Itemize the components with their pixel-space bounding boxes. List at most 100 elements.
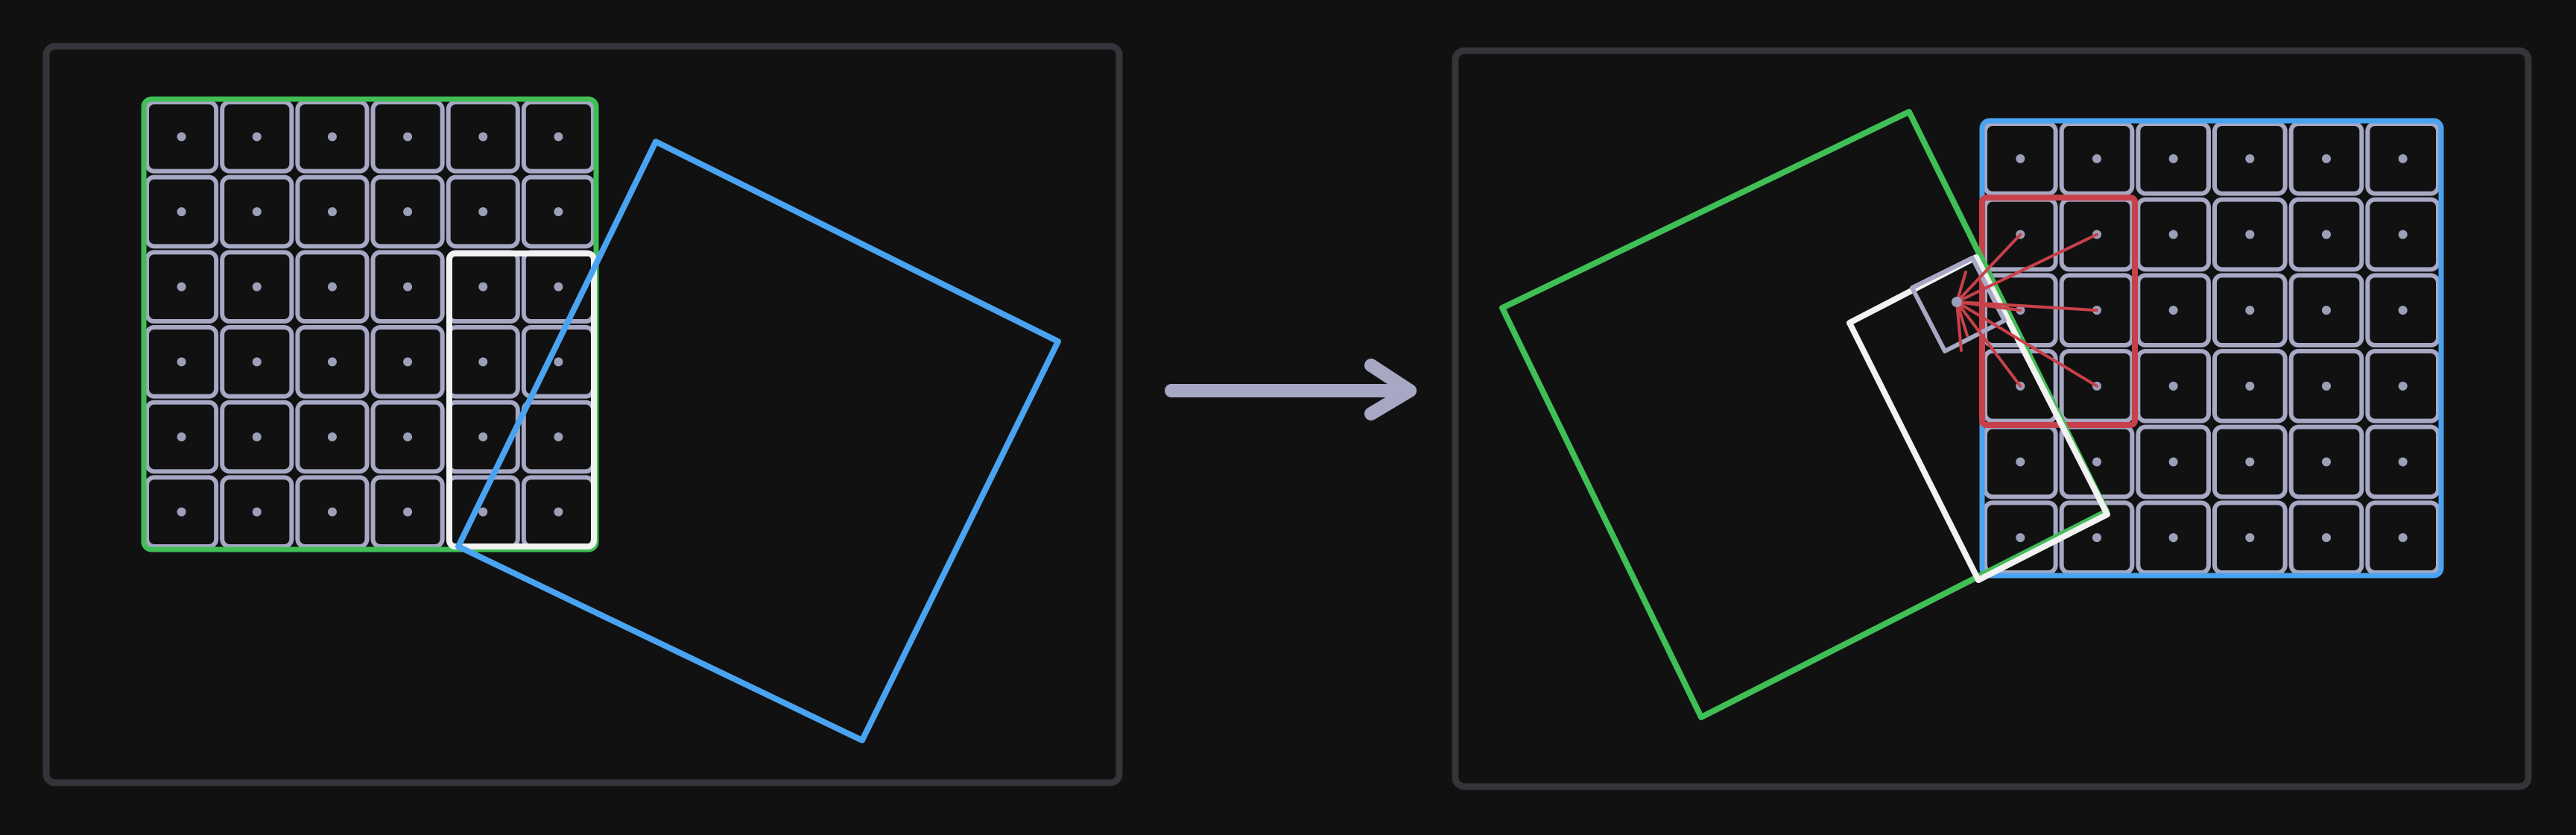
cell-center-dot [2322,154,2331,163]
cell-center-dot [2245,533,2255,543]
cell-center-dot [2168,306,2178,315]
grid-cell [1983,122,2058,196]
grid-cell [220,325,294,399]
grid-cell [220,475,294,549]
cell-center-dot [327,432,337,441]
source-grid [145,100,595,549]
grid-cell [295,475,370,549]
cell-center-dot [554,357,563,367]
cell-center-dot [177,357,186,367]
cell-center-dot [478,132,488,142]
grid-cell [220,250,294,324]
grid-cell [521,174,595,249]
cell-center-dot [252,207,262,216]
cell-center-dot [2168,457,2178,467]
cell-center-dot [403,132,413,142]
grid-cell [370,400,445,474]
cell-center-dot [2398,381,2408,391]
cell-center-dot [2322,230,2331,239]
grid-cell [2365,122,2440,196]
grid-cell [145,325,219,399]
grid-cell [2288,424,2364,500]
grid-cell [145,174,219,249]
cell-center-dot [478,507,488,517]
arrow-right-icon [1165,359,1417,420]
cell-center-dot [177,207,186,216]
interpolation-ray [1955,300,1963,352]
cell-center-dot [2245,230,2255,239]
cell-center-dot [177,507,186,517]
cell-center-dot [2398,457,2408,467]
cell-center-dot [554,432,563,441]
grid-cell [2212,197,2288,272]
left-panel [42,42,1123,787]
cell-center-dot [2092,457,2101,467]
cell-center-dot [2245,306,2255,315]
cell-center-dot [327,207,337,216]
grid-cell [2136,122,2211,196]
source-grid-outline [141,96,599,552]
cell-center-dot [403,357,413,367]
grid-cell [295,400,370,474]
grid-cell [370,174,445,249]
cell-center-dot [327,132,337,142]
grid-cell [2212,122,2288,196]
grid-cell [446,100,520,174]
grid-cell [220,100,294,174]
grid-cell [2288,273,2364,348]
cell-center-dot [478,432,488,441]
cell-center-dot [478,207,488,216]
cell-center-dot [554,282,563,292]
rotated-target-outline [455,139,1061,743]
interpolation-ray [1955,233,2022,303]
cell-center-dot [554,132,563,142]
grid-cell [2212,424,2288,500]
grid-cell [295,325,370,399]
grid-cell [145,250,219,324]
grid-cell [2288,197,2364,272]
cell-center-dot [2016,457,2025,467]
left-panel-frame [42,42,1123,787]
rotated-pixel-cell [1910,256,2007,353]
cell-center-dot [2322,381,2331,391]
cell-center-dot [2398,533,2408,543]
grid-cell [2059,122,2135,196]
cell-center-dot [2322,306,2331,315]
grid-cell [2136,273,2211,348]
right-panel [1452,47,2532,790]
cell-center-dot [2168,533,2178,543]
interpolation-ray [1955,233,2098,303]
grid-cell [2136,424,2211,500]
grid-cell [2365,273,2440,348]
grid-cell [2365,424,2440,500]
grid-cell [446,174,520,249]
cell-center-dot [2016,533,2025,543]
cell-center-dot [252,132,262,142]
grid-cell [295,250,370,324]
grid-cell [2212,349,2288,423]
cell-center-dot [2168,381,2178,391]
cell-center-dot [177,132,186,142]
cell-center-dot [403,432,413,441]
grid-cell [2136,500,2211,575]
grid-cell [2365,197,2440,272]
grid-cell [370,325,445,399]
grid-cell [2212,273,2288,348]
sample-point [1952,297,1962,307]
sampling-window [446,250,597,549]
grid-cell [2365,500,2440,575]
cell-center-dot [403,507,413,517]
grid-cell [2288,349,2364,423]
cell-center-dot [252,357,262,367]
cell-center-dot [478,282,488,292]
target-grid-outline [1979,118,2444,579]
cell-center-dot [2092,533,2101,543]
rotated-source-outline [1499,109,2110,720]
cell-center-dot [403,282,413,292]
grid-cell [220,174,294,249]
grid-cell [370,100,445,174]
target-grid [1983,122,2440,575]
grid-cell [521,100,595,174]
